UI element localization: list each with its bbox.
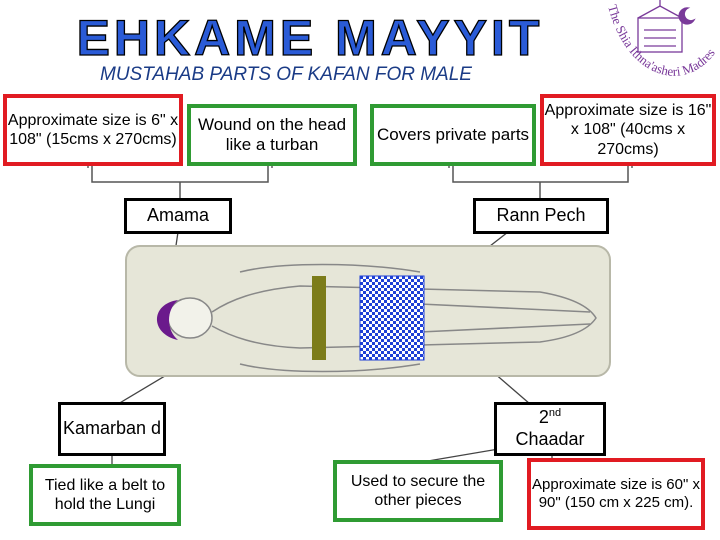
chaadar-word: Chaadar	[515, 429, 584, 451]
bracket-amama	[92, 166, 268, 182]
size-amama-box: Approximate size is 6" x 108" (15cms x 2…	[3, 94, 183, 166]
used-secure-box: Used to secure the other pieces	[333, 460, 503, 522]
size-rann-box: Approximate size is 16" x 108" (40cms x …	[540, 94, 716, 166]
amama-label: Amama	[124, 198, 232, 234]
rann-pech-label: Rann Pech	[473, 198, 609, 234]
kamarband-label: Kamarban d	[58, 402, 166, 456]
rann-pech-cloth	[360, 276, 424, 360]
chaadar-number: 2	[539, 407, 549, 427]
kamarband-belt	[312, 276, 326, 360]
connector-lines	[92, 166, 628, 200]
covers-private-box: Covers private parts	[370, 104, 536, 166]
size-chaadar-box: Approximate size is 60" x 90" (150 cm x …	[527, 458, 705, 530]
tied-belt-box: Tied like a belt to hold the Lungi	[29, 464, 181, 526]
chaadar-ordinal: 2nd	[539, 407, 561, 429]
chaadar-label: 2nd Chaadar	[494, 402, 606, 456]
chaadar-suffix: nd	[549, 407, 561, 419]
wound-turban-box: Wound on the head like a turban	[187, 104, 357, 166]
bracket-rann-pech	[453, 166, 628, 182]
